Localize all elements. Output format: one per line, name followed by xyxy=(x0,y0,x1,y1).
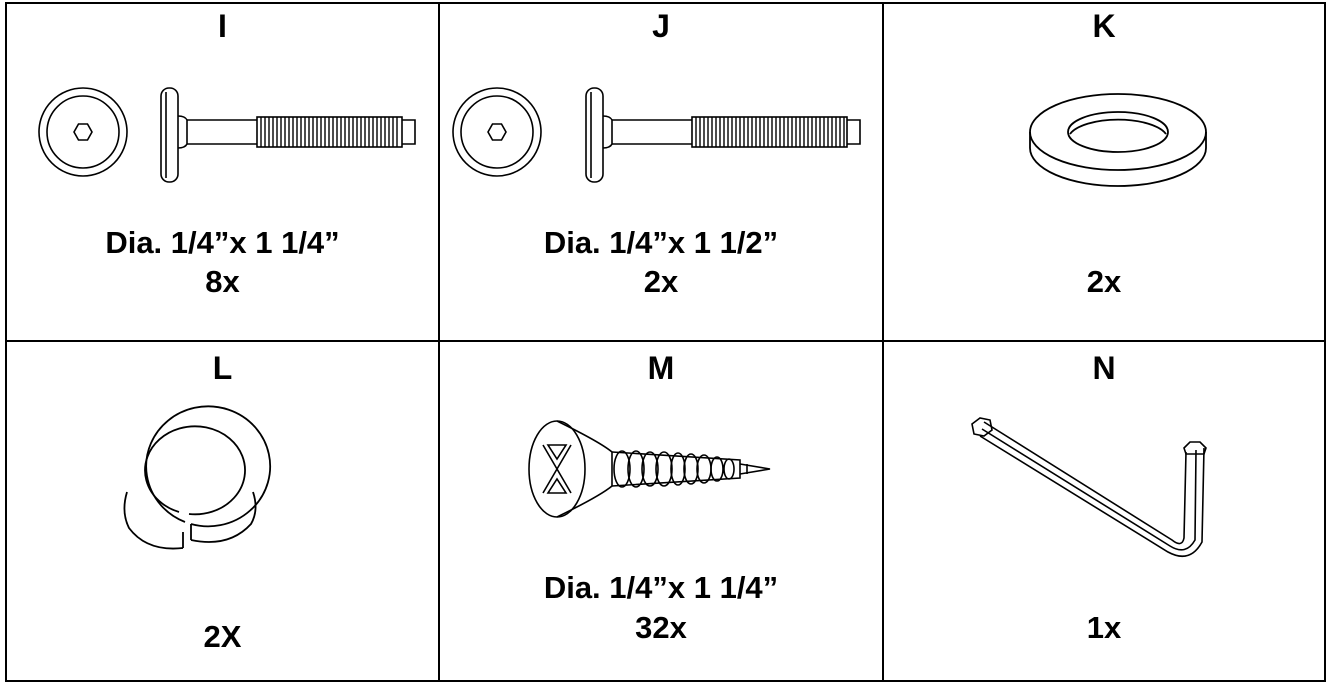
part-quantity: 1x xyxy=(1086,610,1122,645)
part-cell-l: L 2X xyxy=(7,342,438,680)
column-divider xyxy=(438,2,440,682)
part-description: Dia. 1/4”x 1 1/2” xyxy=(543,225,779,260)
part-quantity: 2X xyxy=(203,619,242,654)
flat-washer-icon xyxy=(1029,93,1207,187)
part-cell-m: M Dia. 1/4”x 1 1/4” 32x xyxy=(440,342,882,680)
part-quantity: 8x xyxy=(205,264,240,299)
part-quantity: 2x xyxy=(1086,264,1122,299)
part-letter: I xyxy=(218,8,227,44)
part-letter: M xyxy=(647,350,675,386)
part-letter: K xyxy=(1092,8,1116,44)
part-description: Dia. 1/4”x 1 1/4” xyxy=(543,570,779,605)
part-cell-k: K 2x xyxy=(884,4,1324,340)
column-divider xyxy=(882,2,884,682)
part-quantity: 2x xyxy=(643,264,679,299)
part-cell-i: I xyxy=(7,4,438,340)
allen-key-icon xyxy=(971,417,1207,558)
jcb-bolt-icon xyxy=(452,87,861,183)
parts-table xyxy=(5,2,1326,682)
split-lock-washer-icon xyxy=(123,405,272,550)
part-description: Dia. 1/4”x 1 1/4” xyxy=(105,225,340,260)
wood-screw-icon xyxy=(528,420,771,518)
part-quantity: 32x xyxy=(635,610,687,645)
jcb-bolt-icon xyxy=(38,87,416,183)
row-divider xyxy=(5,340,1326,342)
part-cell-n: N 1x xyxy=(884,342,1324,680)
part-letter: J xyxy=(652,8,670,44)
part-cell-j: J xyxy=(440,4,882,340)
part-letter: N xyxy=(1092,350,1116,386)
part-letter: L xyxy=(212,350,233,386)
